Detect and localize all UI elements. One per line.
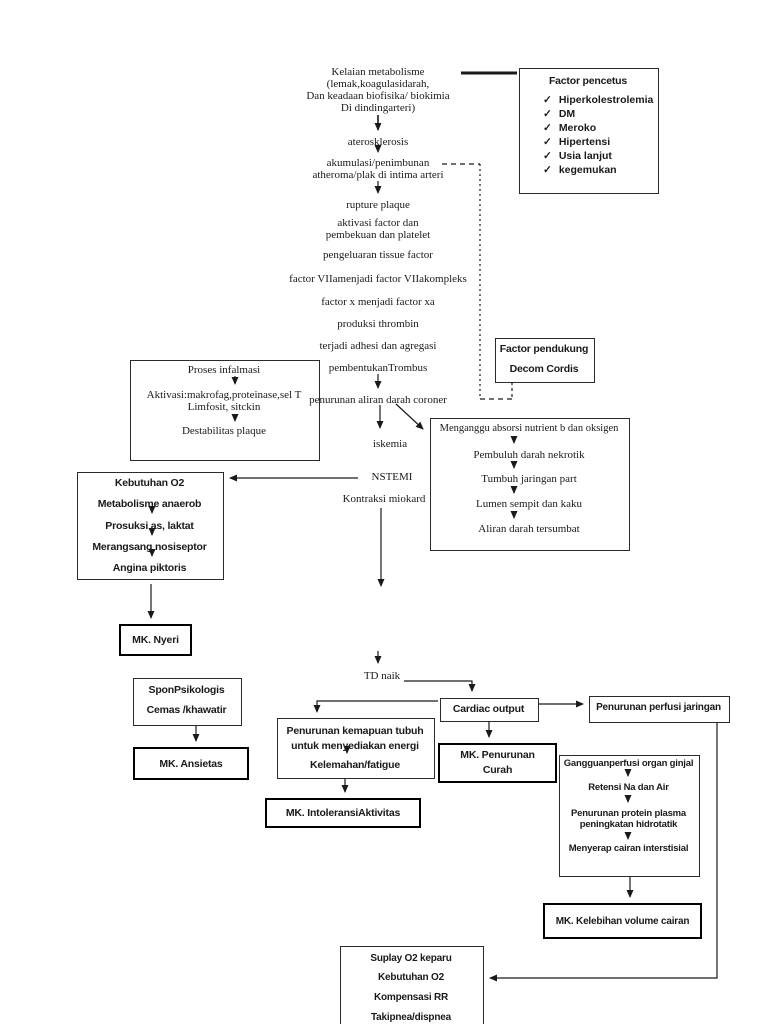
factor-pendukung-line1: Factor pendukung <box>499 343 589 355</box>
menganggu-box <box>430 418 630 551</box>
node-kelaian-line2: (lemak,koagulasidarah, <box>326 78 430 90</box>
menganggu-line1: Menganggu absorsi nutrient b dan oksigen <box>439 423 619 434</box>
ginjal-line1: Gangguanperfusi organ ginjal <box>563 758 694 769</box>
node-aktivasi-line1: aktivasi factor dan <box>337 217 419 229</box>
node-kontraksi-miokard: Kontraksi miokard <box>342 493 426 505</box>
factor-item-label: DM <box>558 108 576 120</box>
proses-infalmasi-line3: Limfosit, sitckin <box>187 401 261 413</box>
mk-ansietas-box: MK. Ansietas <box>133 747 249 780</box>
node-pembentukan-trombus: pembentukanTrombus <box>328 362 428 374</box>
factor-pendukung-box <box>495 338 595 383</box>
check-icon: ✓ <box>543 122 552 134</box>
node-penurunan-coroner: penurunan aliran darah coroner <box>309 394 447 406</box>
factor-pendukung-line2: Decom Cordis <box>509 363 579 375</box>
mk-penurunan-curah-box: MK. Penurunan Curah <box>438 743 557 783</box>
factor-pencetus-item: ✓ kegemukan <box>543 164 617 176</box>
menganggu-line3: Tumbuh jaringan part <box>481 473 577 485</box>
spon-line1: SponPsikologis <box>148 684 225 696</box>
node-pengeluaran: pengeluaran tissue factor <box>323 249 433 261</box>
proses-infalmasi-line4: Destabilitas plaque <box>181 425 266 437</box>
suplay-line1: Suplay O2 keparu <box>370 953 452 964</box>
check-icon: ✓ <box>543 108 552 120</box>
penurunan-perfusi-label: Penurunan perfusi jaringan <box>596 702 721 713</box>
menganggu-line5: Aliran darah tersumbat <box>478 523 580 535</box>
node-td-naik: TD naik <box>363 670 401 682</box>
proses-infalmasi-box <box>130 360 320 461</box>
factor-item-label: Usia lanjut <box>558 150 612 162</box>
node-produksi-thrombin: produksi thrombin <box>337 318 419 330</box>
mk-curah-line2: Curah <box>482 764 513 776</box>
kemapuan-line3: Kelemahan/fatigue <box>310 759 400 771</box>
mk-curah-line1: MK. Penurunan <box>460 749 535 761</box>
suplay-line2: Kebutuhan O2 <box>378 972 444 983</box>
proses-infalmasi-line1: Proses infalmasi <box>187 364 261 376</box>
factor-pencetus-item: ✓ DM <box>543 108 575 120</box>
factor-pencetus-item: ✓ Usia lanjut <box>543 150 612 162</box>
check-icon: ✓ <box>543 164 552 176</box>
factor-item-label: Meroko <box>558 122 597 134</box>
node-akumulasi-line2: atheroma/plak di intima arteri <box>312 169 444 181</box>
spon-line2: Cemas /khawatir <box>146 704 227 716</box>
cardiac-output-label: Cardiac output <box>452 703 525 715</box>
kebutuhan-line3: Prosuksi as, laktat <box>105 520 194 532</box>
kebutuhan-line4: Merangsang nosiseptor <box>92 541 207 553</box>
suplay-line3: Kompensasi RR <box>373 992 449 1003</box>
proses-infalmasi-line2: Aktivasi:makrofag,proteinase,sel T <box>146 389 302 401</box>
node-nstemi: NSTEMI <box>371 471 413 483</box>
ginjal-line5: Menyerap cairan interstisial <box>568 843 689 854</box>
node-kelaian-line3: Dan keadaan biofisika/ biokimia <box>306 90 450 102</box>
kebutuhan-line5: Angina piktoris <box>112 562 187 574</box>
node-rupture-plaque: rupture plaque <box>346 199 410 211</box>
factor-pencetus-title: Factor pencetus <box>548 75 628 87</box>
kebutuhan-o2-box <box>77 472 224 580</box>
mk-nyeri-box: MK. Nyeri <box>119 624 192 656</box>
kemapuan-line1: Penurunan kemapuan tubuh <box>286 725 424 737</box>
sponpsikologis-box <box>133 678 242 726</box>
node-kelaian-line1: Kelaian metabolisme <box>331 66 425 78</box>
node-aterosklerosis: aterosklerosis <box>347 136 409 148</box>
penurunan-kemapuan-box <box>277 718 435 779</box>
node-terjadi-adhesi: terjadi adhesi dan agregasi <box>319 340 437 352</box>
check-icon: ✓ <box>543 136 552 148</box>
mk-kelebihan-box: MK. Kelebihan volume cairan <box>543 903 702 939</box>
factor-item-label: Hiperkolestrolemia <box>558 94 654 106</box>
node-akumulasi-line1: akumulasi/penimbunan <box>326 157 430 169</box>
node-factor-vii: factor VIIamenjadi factor VIIakompleks <box>289 273 467 285</box>
menganggu-line4: Lumen sempit dan kaku <box>475 498 582 510</box>
suplay-line4: Takipnea/dispnea <box>371 1012 451 1023</box>
check-icon: ✓ <box>543 150 552 162</box>
factor-pencetus-box <box>519 68 659 194</box>
ginjal-line4: peningkatan hidrotatik <box>579 819 678 830</box>
suplay-box <box>340 946 484 1024</box>
factor-item-label: kegemukan <box>558 164 617 176</box>
ginjal-line2: Retensi Na dan Air <box>588 782 669 793</box>
kebutuhan-line2: Metabolisme anaerob <box>97 498 202 510</box>
kemapuan-line2: untuk menyediakan energi <box>291 740 419 752</box>
factor-pencetus-item: ✓ Hiperkolestrolemia <box>543 94 653 106</box>
node-kelaian-line4: Di dindingarteri) <box>340 102 416 114</box>
check-icon: ✓ <box>543 94 552 106</box>
node-aktivasi-line2: pembekuan dan platelet <box>325 229 431 241</box>
node-iskemia: iskemia <box>372 438 408 450</box>
node-factor-x: factor x menjadi factor xa <box>321 296 435 308</box>
kebutuhan-line1: Kebutuhan O2 <box>114 477 185 489</box>
factor-pencetus-item: ✓ Meroko <box>543 122 596 134</box>
factor-item-label: Hipertensi <box>558 136 611 148</box>
factor-pencetus-item: ✓ Hipertensi <box>543 136 610 148</box>
mk-intoleransi-box: MK. IntoleransiAktivitas <box>265 798 421 828</box>
menganggu-line2: Pembuluh darah nekrotik <box>473 449 585 461</box>
